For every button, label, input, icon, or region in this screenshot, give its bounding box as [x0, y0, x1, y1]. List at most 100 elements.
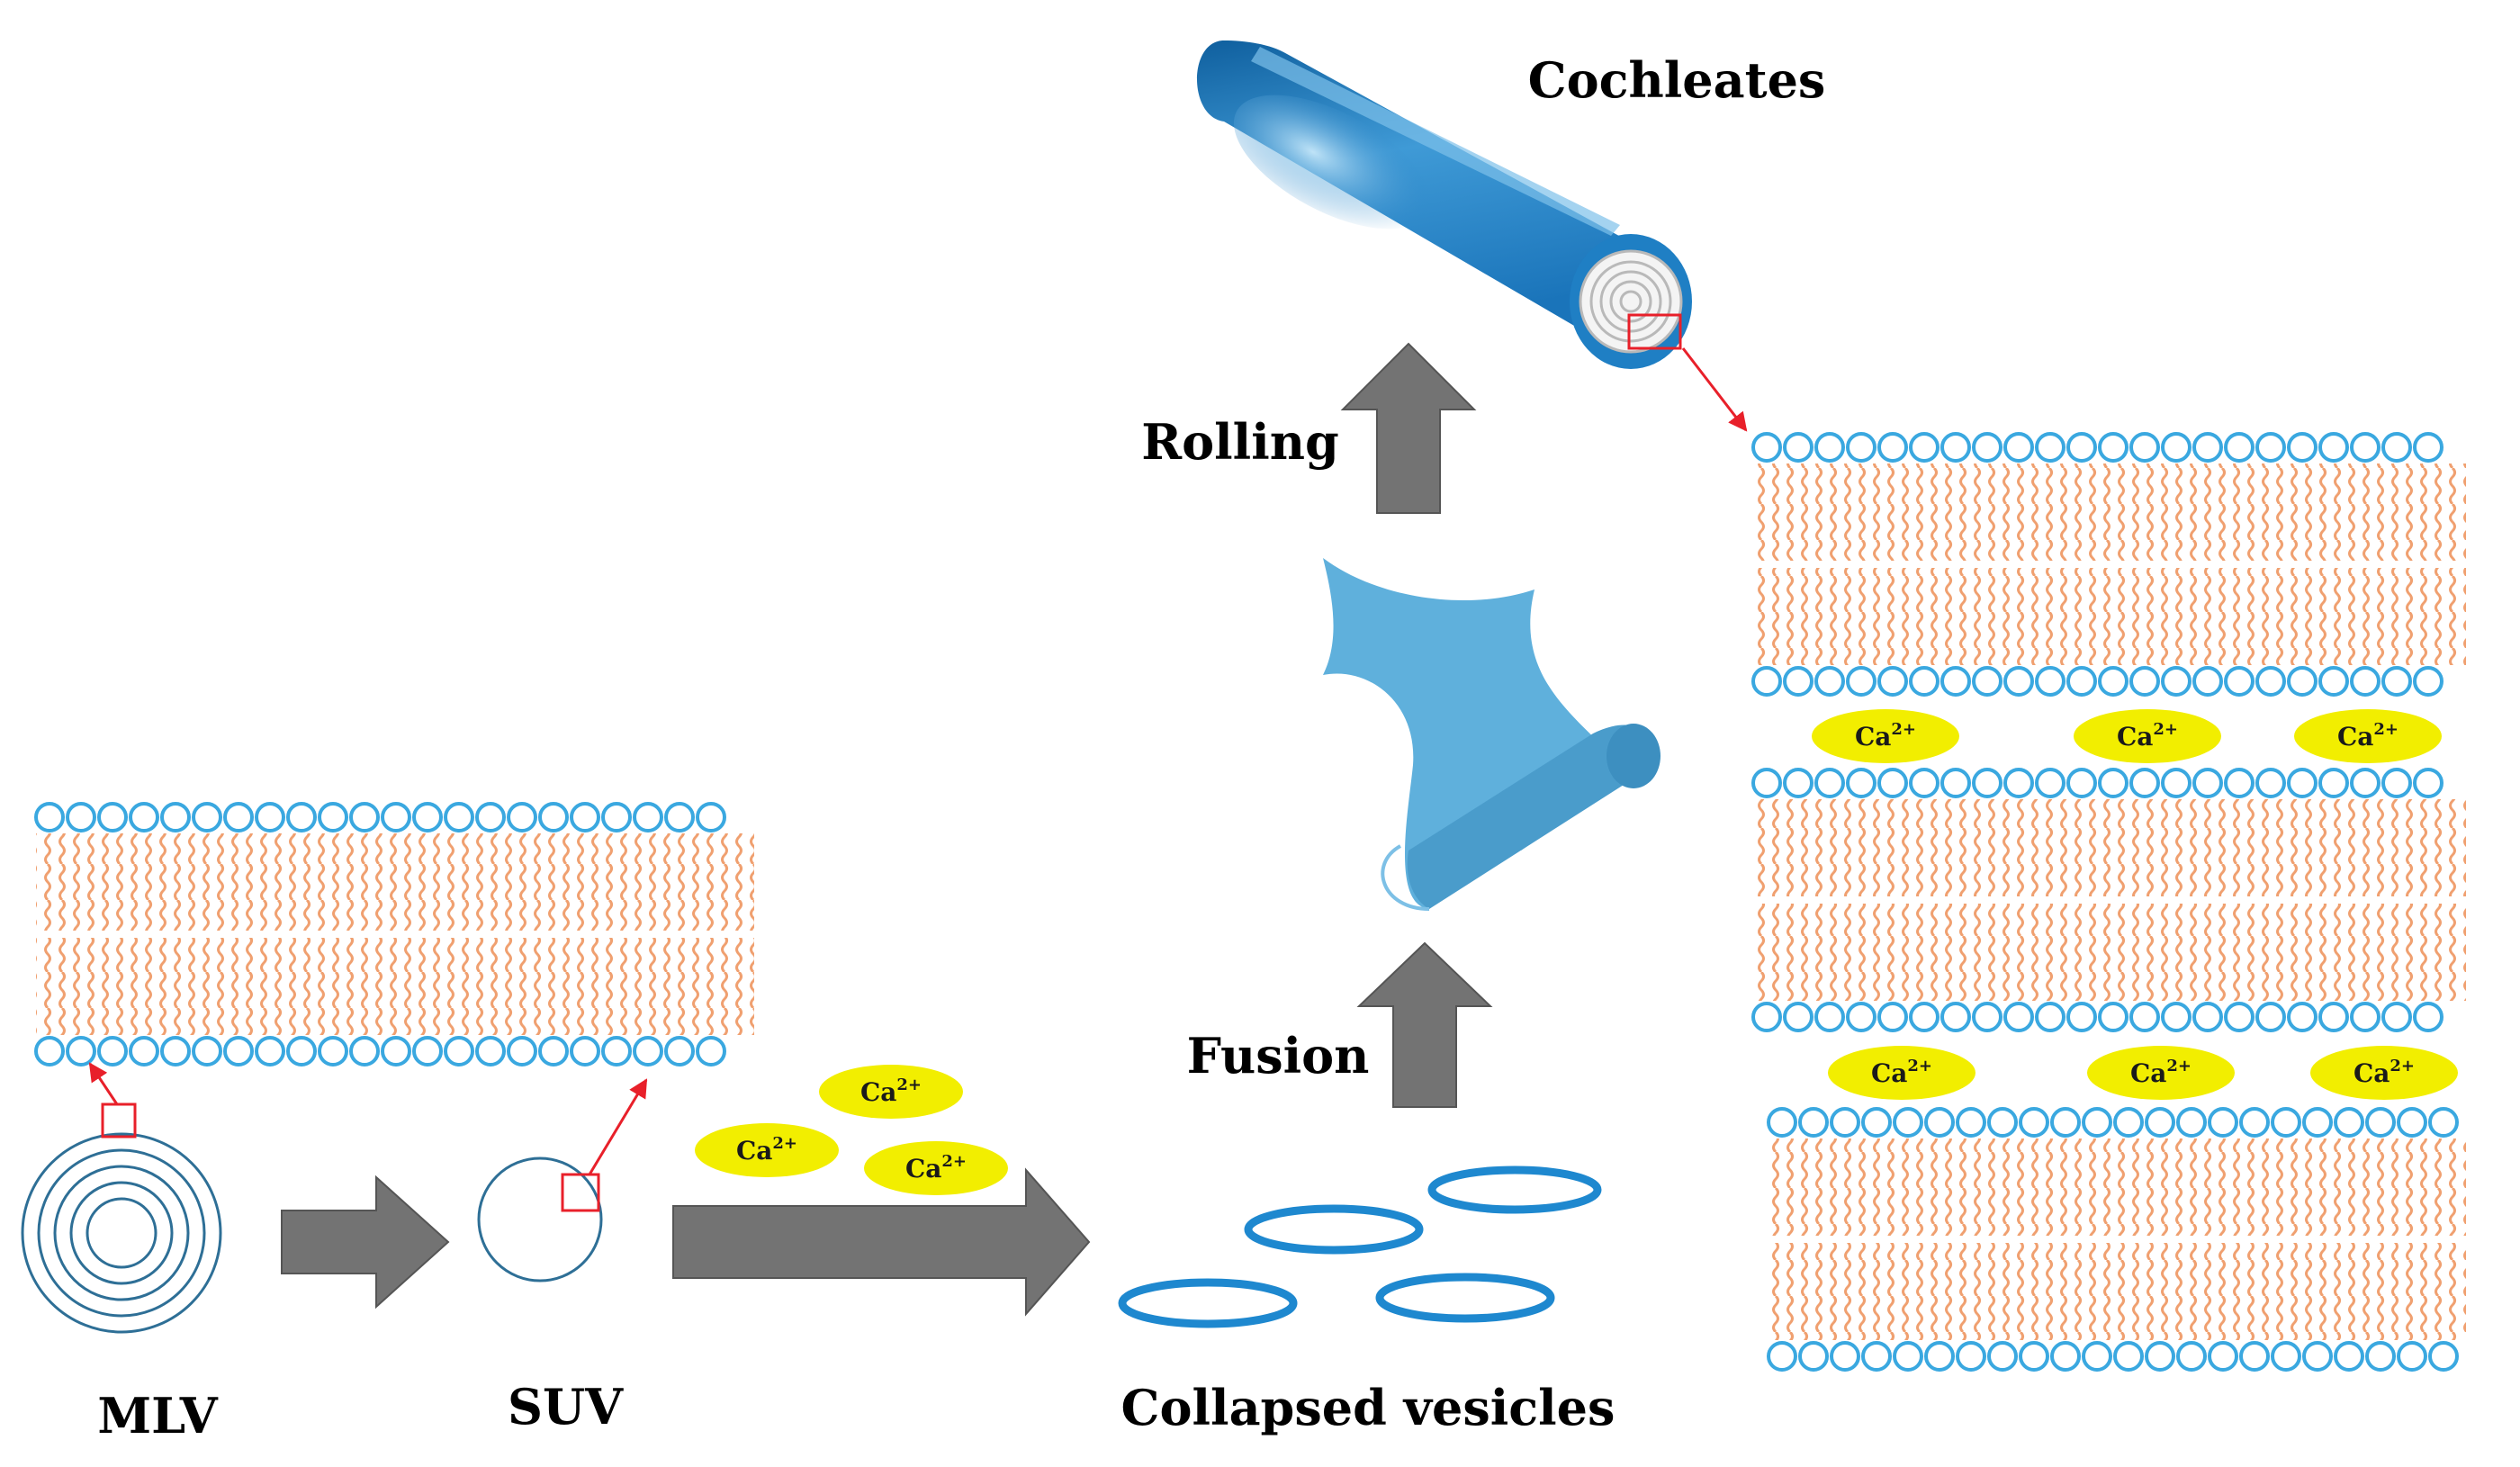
lipid-headgroup: [1893, 1341, 1923, 1372]
label-rolling: Rolling: [1141, 413, 1338, 471]
lipid-headgroup: [1877, 666, 1908, 697]
lipid-headgroup: [1814, 432, 1845, 463]
lipid-headgroup: [1972, 768, 2002, 798]
lipid-headgroup: [1830, 1341, 1860, 1372]
bilayer-right-bottom: [1767, 1107, 2466, 1372]
lipid-headgroup: [2208, 1341, 2238, 1372]
lipid-headgroup: [664, 1036, 695, 1066]
lipid-headgroup: [160, 1036, 191, 1066]
lipid-headgroup: [286, 1036, 317, 1066]
lipid-headgroup: [2428, 1341, 2459, 1372]
lipid-headgroup: [2287, 768, 2318, 798]
lipid-headgroup: [2098, 666, 2128, 697]
lipid-headgroup: [255, 1036, 285, 1066]
lipid-tails-upper: [1768, 1138, 2466, 1236]
calcium-ion: Ca2+: [2074, 709, 2221, 763]
lipid-headgroup: [1814, 1002, 1845, 1032]
lipid-headgroup: [1909, 768, 1940, 798]
lipid-headgroup: [1909, 666, 1940, 697]
lipid-headgroup: [2287, 666, 2318, 697]
lipid-headgroup: [2350, 768, 2380, 798]
lipid-headgroup: [601, 1036, 632, 1066]
lipid-headgroup: [2145, 1341, 2175, 1372]
lipid-headgroup: [1830, 1107, 1860, 1138]
lipid-headgroup: [2176, 1107, 2207, 1138]
lipid-headgroup: [2318, 666, 2349, 697]
svg-text:Ca2+: Ca2+: [2130, 1057, 2192, 1088]
lipid-headgroup: [1783, 1002, 1814, 1032]
lipid-headgroup: [412, 802, 443, 832]
lipid-headgroup: [192, 1036, 222, 1066]
lipid-headgroup: [1987, 1341, 2018, 1372]
label-suv: SUV: [508, 1378, 624, 1436]
lipid-headgroup: [34, 802, 65, 832]
lipid-headgroup: [507, 1036, 537, 1066]
lipid-headgroup: [2381, 1002, 2412, 1032]
lipid-headgroup: [2019, 1341, 2049, 1372]
lipid-headgroup: [2161, 768, 2192, 798]
arrow-rolling-up: [1340, 342, 1477, 514]
lipid-headgroup: [2318, 1002, 2349, 1032]
fused-sheet-icon: [1323, 558, 1660, 911]
calcium-ion-group-arrow: Ca2+ Ca2+ Ca2+: [695, 1065, 1008, 1195]
bilayer-right-top: [1751, 432, 2466, 697]
lipid-headgroup: [1814, 666, 1845, 697]
lipid-headgroup: [2239, 1107, 2270, 1138]
lipid-headgroup: [97, 802, 128, 832]
lipid-headgroup: [1940, 666, 1971, 697]
calcium-ion: Ca2+: [1812, 709, 1959, 763]
svg-text:Ca2+: Ca2+: [2337, 720, 2398, 752]
mlv-zoom-arrow: [88, 1062, 119, 1105]
svg-text:Ca2+: Ca2+: [1871, 1057, 1932, 1088]
lipid-headgroup: [2413, 432, 2444, 463]
lipid-headgroup: [1783, 666, 1814, 697]
lipid-headgroup: [129, 1036, 159, 1066]
lipid-headgroup: [2302, 1341, 2333, 1372]
lipid-headgroup: [2176, 1341, 2207, 1372]
lipid-headgroup: [2098, 768, 2128, 798]
lipid-headgroup: [2161, 666, 2192, 697]
lipid-headgroup: [1846, 768, 1876, 798]
lipid-headgroup: [1798, 1107, 1829, 1138]
lipid-headgroup: [66, 802, 96, 832]
lipid-headgroup: [1956, 1107, 1986, 1138]
lipid-headgroup: [2255, 666, 2286, 697]
lipid-headgroup: [1861, 1341, 1892, 1372]
lipid-headgroup: [2334, 1341, 2364, 1372]
lipid-headgroup: [475, 802, 506, 832]
svg-text:Ca2+: Ca2+: [2354, 1057, 2415, 1088]
lipid-headgroup: [570, 1036, 600, 1066]
lipid-headgroup: [2271, 1107, 2301, 1138]
lipid-headgroup: [286, 802, 317, 832]
lipid-headgroup: [601, 802, 632, 832]
lipid-headgroup: [2098, 1002, 2128, 1032]
lipid-headgroup: [1972, 666, 2002, 697]
lipid-headgroup: [412, 1036, 443, 1066]
lipid-headgroup: [1751, 666, 1782, 697]
lipid-headgroup: [1751, 432, 1782, 463]
lipid-headgroup: [2428, 1107, 2459, 1138]
lipid-headgroup: [2192, 768, 2223, 798]
lipid-headgroup: [570, 802, 600, 832]
cochleate-zoom-arrow: [1681, 347, 1748, 432]
bilayer-right-middle: [1751, 768, 2466, 1032]
lipid-headgroup: [444, 802, 474, 832]
lipid-headgroup: [2192, 666, 2223, 697]
lipid-headgroup: [129, 802, 159, 832]
lipid-headgroup: [318, 1036, 348, 1066]
lipid-headgroup: [2192, 1002, 2223, 1032]
lipid-headgroup: [1877, 1002, 1908, 1032]
lipid-headgroup: [1877, 768, 1908, 798]
lipid-headgroup: [475, 1036, 506, 1066]
calcium-ion: Ca2+: [2310, 1046, 2458, 1100]
label-collapsed-vesicles: Collapsed vesicles: [1121, 1379, 1616, 1436]
lipid-headgroup: [2003, 768, 2034, 798]
lipid-headgroup: [349, 1036, 380, 1066]
lipid-headgroup: [1909, 1002, 1940, 1032]
lipid-headgroup: [2413, 666, 2444, 697]
arrow-mlv-to-suv: [281, 1174, 450, 1310]
suv-zoom-box: [561, 1173, 600, 1212]
lipid-headgroup: [664, 802, 695, 832]
mlv-icon: [21, 1132, 222, 1334]
lipid-headgroup: [318, 802, 348, 832]
